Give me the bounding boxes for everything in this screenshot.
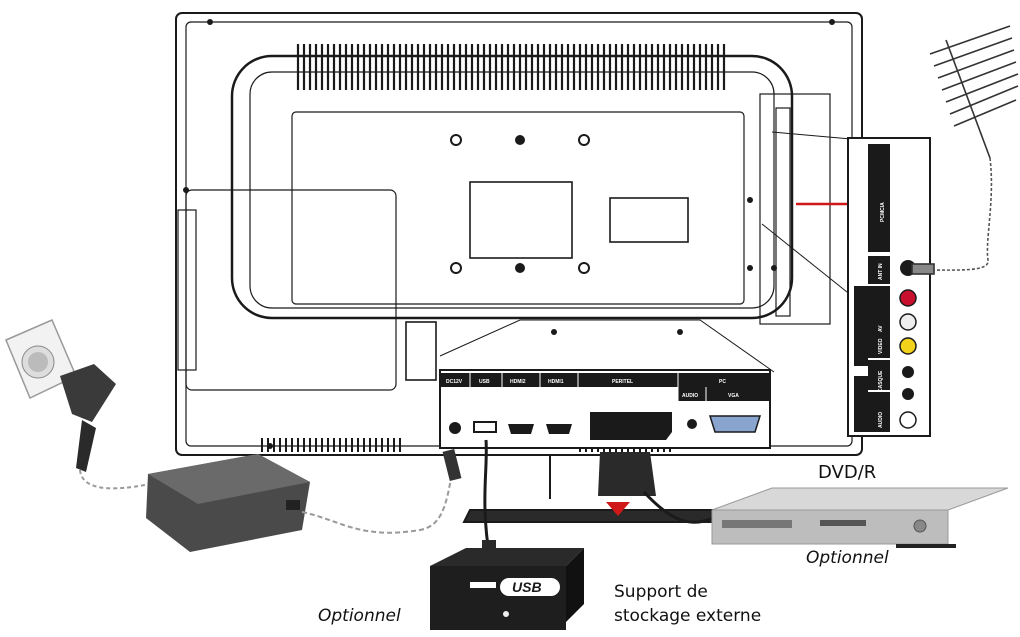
bottom-connector-panel: DC12V USB HDMI2 HDMI1 PERITEL PC AUDIO V…	[440, 370, 770, 448]
headphone-jack	[902, 366, 914, 378]
side-label-ant-in: ANT IN	[878, 263, 884, 280]
port-label-hdmi1: HDMI1	[548, 379, 564, 385]
side-label-casque: CASQUE	[878, 370, 884, 392]
dvd-label: DVD/R	[818, 462, 876, 483]
audio-out-jack	[902, 388, 914, 400]
port-label-peritel: PERITEL	[612, 379, 633, 385]
port-label-pc-vga: VGA	[728, 393, 739, 399]
usb-optional-label: Optionnel	[318, 606, 401, 626]
usb-storage-icon: USB	[430, 548, 584, 630]
port-label-pc: PC	[719, 379, 726, 385]
usb-port	[474, 422, 496, 432]
side-label-pcmcia: PCMCIA	[880, 202, 886, 222]
usb-logo: USB	[512, 579, 542, 595]
pc-audio-jack	[687, 419, 697, 429]
rca-white-port	[900, 314, 916, 330]
port-label-usb: USB	[479, 379, 490, 385]
side-label-av: AV	[878, 325, 884, 332]
side-label-video: VIDEO	[878, 338, 884, 354]
storage-label-line1: Support de	[614, 582, 708, 602]
side-connector-panel: PCMCIA ANT IN AV VIDEO CASQUE AUDIO	[848, 138, 930, 436]
power-adapter-icon	[146, 449, 461, 552]
side-label-audio: AUDIO	[878, 412, 884, 428]
storage-label-line2: stockage externe	[614, 606, 761, 626]
port-label-hdmi2: HDMI2	[510, 379, 526, 385]
dc12v-port	[449, 422, 461, 434]
hdmi1-port	[546, 424, 572, 434]
rca-red-port	[900, 290, 916, 306]
dvd-optional-label: Optionnel	[806, 548, 889, 568]
dvd-recorder-icon	[712, 488, 1008, 548]
hdmi2-port	[508, 424, 534, 434]
port-label-dc12v: DC12V	[446, 379, 463, 385]
vga-port	[710, 416, 760, 432]
scart-plug	[598, 452, 656, 496]
scart-port	[590, 412, 672, 440]
power-plug-icon	[60, 364, 150, 488]
port-label-pc-audio: AUDIO	[682, 393, 698, 399]
spdif-port	[900, 412, 916, 428]
rca-yellow-port	[900, 338, 916, 354]
